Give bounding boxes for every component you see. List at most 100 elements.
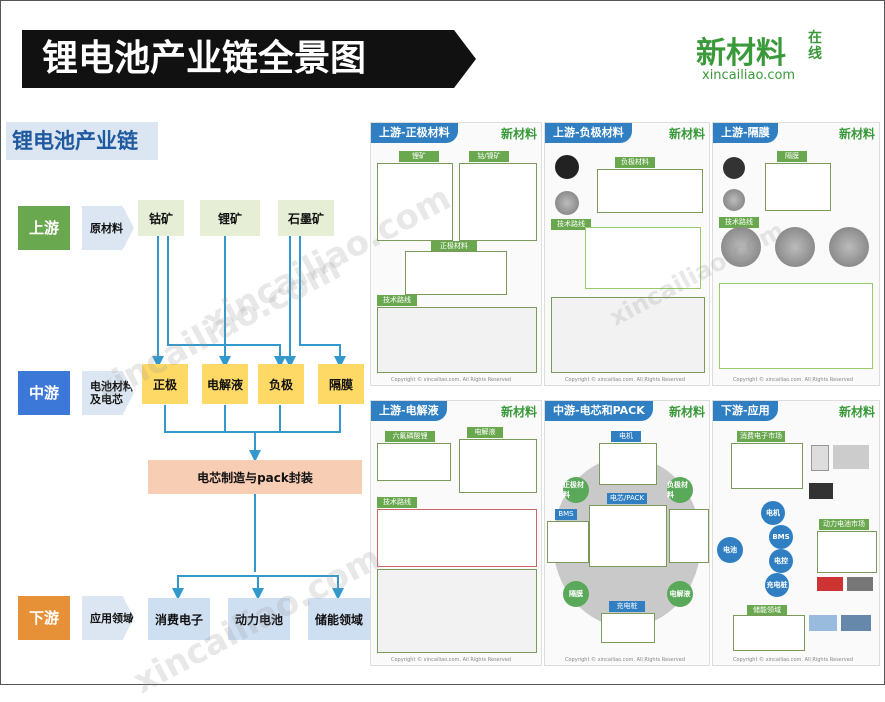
panel-title: 下游-应用 [713, 401, 778, 421]
panel-flow [719, 283, 873, 369]
panel-list-box [597, 169, 703, 213]
node-anode: 负极材料 [667, 477, 693, 503]
panel-tag: 消费电子市场 [737, 431, 785, 442]
panel-list-box [459, 439, 537, 493]
panel-tree [585, 227, 701, 289]
panel-list-box [669, 509, 709, 563]
panel-tag: 负极材料 [615, 157, 655, 168]
panel-copyright: Copyright © xincailiao.com. All Rights R… [391, 377, 512, 383]
storage-image [841, 615, 871, 631]
pp-image [723, 189, 745, 211]
panel-logo: 新材料 [668, 127, 705, 141]
panel-table [377, 569, 537, 653]
panel-list-box [377, 443, 451, 481]
site-logo: 新材料 在线 xincailiao.com [696, 28, 856, 90]
panel-title: 中游-电芯和PACK [545, 401, 653, 421]
node-battery: 电池 [717, 537, 743, 563]
phone-image [811, 445, 829, 471]
panel-title: 上游-负极材料 [545, 123, 632, 143]
car-image [817, 577, 843, 591]
panel-list-box [765, 163, 831, 211]
panel-tag: 电解液 [467, 427, 503, 438]
panel-logo: 新材料 [838, 127, 875, 141]
material-separator: 隔膜 [318, 364, 364, 404]
panel-tag: 电机 [611, 431, 641, 442]
panel-upstream-electrolyte: 上游-电解液 新材料 六氟磷酸锂 电解液 技术路线 Copyright © xi… [370, 400, 542, 666]
downstream-arrow: 应用领域 [82, 596, 134, 640]
panel-list-box [589, 505, 667, 567]
cell-assembly-box: 电芯制造与pack封装 [148, 460, 362, 494]
app-power-battery: 动力电池 [228, 598, 290, 640]
raw-material-graphite: 石墨矿 [278, 200, 334, 236]
panel-tag: 正极材料 [431, 241, 477, 252]
camera-image [809, 483, 833, 499]
panel-list-box [459, 163, 537, 241]
panel-copyright: Copyright © xincailiao.com. All Rights R… [391, 657, 512, 663]
midstream-label: 中游 [18, 371, 70, 415]
node-control: 电控 [769, 549, 793, 573]
panel-tag: 动力电池市场 [819, 519, 869, 530]
downstream-label: 下游 [18, 596, 70, 640]
material-photo [775, 227, 815, 267]
panel-upstream-cathode: 上游-正极材料 新材料 锂矿 钴/镍矿 正极材料 技术路线 Copyright … [370, 122, 542, 386]
main-title: 锂电池产业链全景图 [22, 30, 476, 88]
node-separator: 隔膜 [563, 581, 589, 607]
upstream-arrow: 原材料 [82, 206, 134, 250]
panel-tag: 技术路线 [377, 295, 417, 306]
logo-url: xincailiao.com [702, 68, 796, 83]
solar-image [809, 615, 837, 631]
panel-list-box [817, 531, 877, 573]
panel-tag: 技术路线 [719, 217, 759, 228]
node-motor: 电机 [761, 501, 785, 525]
panel-logo: 新材料 [500, 405, 537, 419]
upstream-band: 上游 原材料 [6, 206, 363, 250]
downstream-band: 下游 应用领域 [6, 596, 363, 640]
panel-tag: 技术路线 [551, 219, 591, 230]
panel-list-box [547, 521, 589, 563]
panel-list-box [731, 443, 803, 489]
material-photo [829, 227, 869, 267]
panel-tag: 技术路线 [377, 497, 417, 508]
panel-table [377, 307, 537, 373]
upstream-label: 上游 [18, 206, 70, 250]
panel-tag: 电芯/PACK [607, 493, 647, 504]
graphite-image [555, 191, 579, 215]
panel-logo: 新材料 [838, 405, 875, 419]
material-cathode: 正极 [142, 364, 188, 404]
logo-side-text: 在线 [808, 30, 822, 62]
panel-copyright: Copyright © xincailiao.com. All Rights R… [565, 657, 686, 663]
panel-upstream-separator: 上游-隔膜 新材料 隔膜 技术路线 Copyright © xincailiao… [712, 122, 880, 386]
pe-image [723, 157, 745, 179]
panel-list-box [599, 443, 657, 485]
car-image [847, 577, 873, 591]
panel-list-box [601, 613, 655, 643]
node-electrolyte: 电解液 [667, 581, 693, 607]
panel-copyright: Copyright © xincailiao.com. All Rights R… [565, 377, 686, 383]
panel-tag: 钴/镍矿 [469, 151, 509, 162]
panel-title: 上游-隔膜 [713, 123, 778, 143]
panel-upstream-anode: 上游-负极材料 新材料 负极材料 技术路线 Copyright © xincai… [544, 122, 710, 386]
logo-name: 新材料 [696, 36, 786, 71]
node-bms: BMS [769, 525, 793, 549]
node-cathode: 正极材料 [563, 477, 589, 503]
material-anode: 负极 [258, 364, 304, 404]
panel-copyright: Copyright © xincailiao.com. All Rights R… [733, 657, 854, 663]
panel-tag: 充电桩 [609, 601, 645, 612]
panel-tag: 隔膜 [777, 151, 807, 162]
panel-table [551, 297, 705, 373]
panel-logo: 新材料 [668, 405, 705, 419]
raw-material-lithium: 锂矿 [200, 200, 260, 236]
material-electrolyte: 电解液 [202, 364, 248, 404]
flow-connectors [152, 236, 346, 600]
graphite-image [555, 155, 579, 179]
panel-downstream-apps: 下游-应用 新材料 消费电子市场 电池 电机 BMS 电控 充电桩 动力电池市场… [712, 400, 880, 666]
midstream-arrow: 电池材料及电芯 [82, 371, 134, 415]
panel-midstream-pack: 中游-电芯和PACK 新材料 电机 电芯/PACK BMS 正极材料 负极材料 … [544, 400, 710, 666]
panel-title: 上游-正极材料 [371, 123, 458, 143]
panel-flow [377, 509, 537, 567]
panel-tag: BMS [555, 509, 577, 520]
section-title: 锂电池产业链 [6, 122, 158, 160]
panel-list-box [377, 163, 453, 241]
panel-tag: 储能领域 [747, 605, 787, 616]
panel-list-box [405, 251, 507, 295]
